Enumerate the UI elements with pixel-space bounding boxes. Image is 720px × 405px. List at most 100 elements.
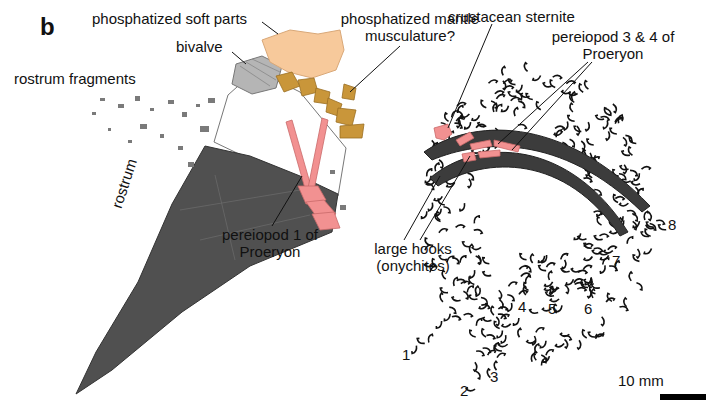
hook-mark <box>521 272 530 278</box>
callout-number: 6 <box>584 300 598 317</box>
part-label: pereiopod 1 of Proeryon <box>210 226 330 260</box>
hook-mark <box>491 100 497 109</box>
hook-mark <box>523 275 532 283</box>
hook-mark <box>595 113 604 122</box>
hook-mark <box>609 127 616 136</box>
hook-mark <box>483 346 491 355</box>
part-label: rostrum fragments <box>14 70 164 87</box>
callout-number: 8 <box>668 216 682 233</box>
hook-mark <box>494 321 500 330</box>
hook-mark <box>563 333 572 342</box>
hook-mark <box>645 228 651 237</box>
hook-mark <box>474 227 483 236</box>
crustacean-parts <box>434 124 520 162</box>
hook-mark <box>543 80 552 89</box>
hook-mark <box>588 330 596 339</box>
hook-mark <box>505 303 514 312</box>
panel-letter: b <box>40 18 70 35</box>
hook-mark <box>478 120 487 129</box>
hook-mark <box>571 266 580 274</box>
hook-mark <box>553 73 562 81</box>
hook-mark <box>469 329 475 338</box>
hook-mark <box>476 349 484 358</box>
hook-mark <box>578 268 587 276</box>
hook-mark <box>452 314 461 323</box>
hook-mark <box>601 255 609 260</box>
hook-mark <box>598 265 607 273</box>
hook-mark <box>601 121 610 130</box>
hook-mark <box>560 260 568 269</box>
hook-mark <box>472 215 481 223</box>
hook-mark <box>584 241 592 250</box>
hook-mark <box>562 339 568 348</box>
hook-mark <box>646 223 655 232</box>
hook-mark <box>458 203 467 211</box>
hook-mark <box>594 245 603 254</box>
hook-mark <box>583 265 591 270</box>
hook-mark <box>439 228 447 233</box>
hook-mark <box>564 285 570 294</box>
hook-mark <box>555 124 564 131</box>
hook-mark <box>471 362 479 371</box>
hook-mark <box>586 277 595 286</box>
hook-mark <box>452 256 459 265</box>
hook-mark <box>579 84 584 92</box>
hook-mark <box>490 306 497 315</box>
hook-mark <box>471 115 479 120</box>
hook-mark <box>646 212 652 221</box>
hook-mark <box>444 113 449 121</box>
hook-mark <box>644 249 653 255</box>
hook-mark <box>495 331 504 339</box>
hook-mark <box>604 131 612 140</box>
hook-mark <box>424 168 433 176</box>
hook-mark <box>560 331 569 339</box>
hook-mark <box>574 124 582 133</box>
hook-mark <box>536 328 544 333</box>
hook-mark <box>538 264 546 273</box>
hook-mark <box>435 321 444 329</box>
hook-mark <box>608 245 617 251</box>
hook-mark <box>600 232 609 240</box>
hook-mark <box>499 335 508 343</box>
hook-mark <box>523 63 529 72</box>
hook-mark <box>507 293 514 302</box>
soft-parts <box>262 30 344 78</box>
hook-mark <box>496 94 504 99</box>
hook-mark <box>546 271 554 280</box>
hook-mark <box>464 311 473 319</box>
hook-mark <box>540 255 549 263</box>
hook-mark <box>619 304 628 313</box>
hook-mark <box>499 66 507 75</box>
hook-mark <box>569 103 576 112</box>
hook-mark <box>583 122 592 131</box>
hook-mark <box>584 256 592 261</box>
hook-mark <box>599 317 606 326</box>
hook-mark <box>616 115 625 124</box>
hook-mark <box>467 244 475 253</box>
hook-mark <box>566 279 575 285</box>
hook-mark <box>575 280 584 288</box>
hook-mark <box>434 196 442 201</box>
hook-mark <box>508 77 515 86</box>
hook-mark <box>601 114 610 123</box>
hook-mark <box>410 346 419 354</box>
cephalopod-arm-crown <box>410 63 666 393</box>
hook-mark <box>539 358 548 366</box>
hook-mark <box>519 252 526 261</box>
hook-mark <box>636 282 642 291</box>
rostrum-fragments <box>92 96 346 210</box>
hook-mark <box>420 211 429 219</box>
hook-mark <box>427 182 434 191</box>
part-label: pereiopod 3 & 4 of Proeryon <box>548 28 678 62</box>
hook-mark <box>594 233 603 242</box>
hook-mark <box>476 255 483 264</box>
hook-mark <box>509 282 517 287</box>
hook-mark <box>502 322 511 328</box>
hook-mark <box>527 338 536 345</box>
hook-mark <box>569 92 577 101</box>
hook-mark <box>622 137 628 146</box>
hook-mark <box>580 141 586 150</box>
hook-mark <box>496 290 503 299</box>
hook-mark <box>628 147 633 155</box>
hook-mark <box>494 344 502 353</box>
